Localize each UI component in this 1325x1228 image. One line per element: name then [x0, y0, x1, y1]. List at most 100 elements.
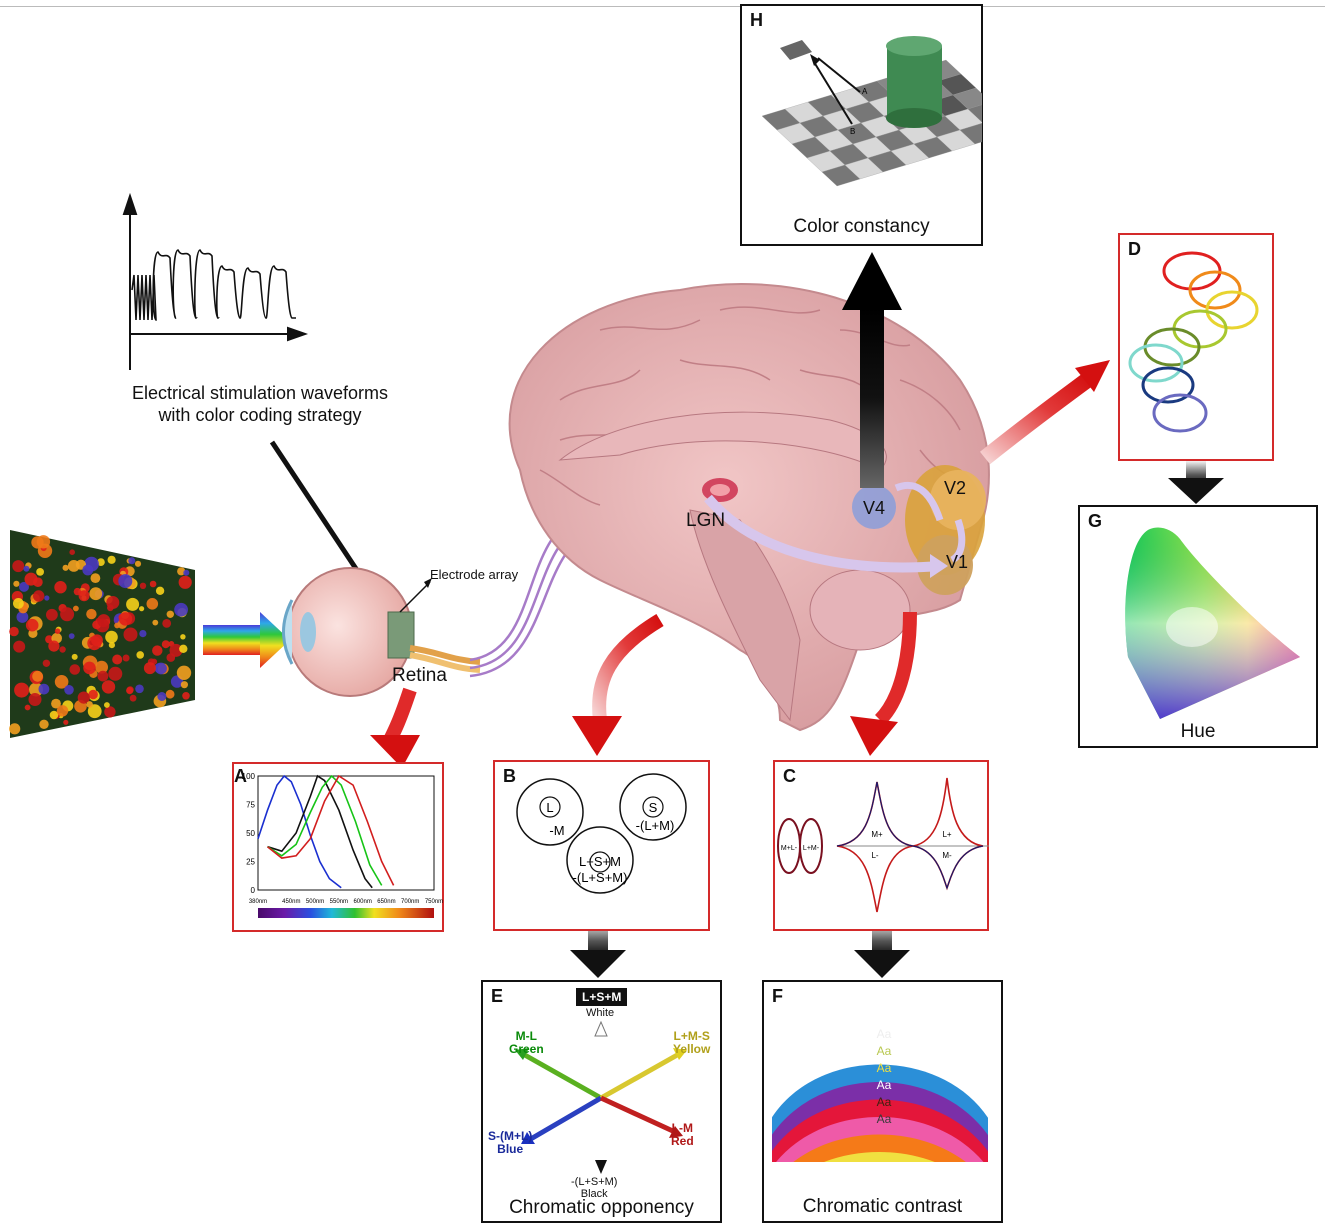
v2-label: V2: [944, 478, 967, 498]
panel-B: B L -M S -(L+M) L+S+M -(L+S+M): [493, 760, 710, 931]
waveform-caption-line1: Electrical stimulation waveforms: [131, 383, 389, 403]
sensitivity-curve-1: [267, 774, 373, 889]
panel-G-caption: Hue: [1180, 721, 1216, 742]
lms-label: L+M-S: [673, 1029, 710, 1043]
y-tick-label: 100: [242, 772, 256, 781]
color-arcs: Aa Aa Aa Aa Aa Aa: [772, 1027, 988, 1162]
electrode-array-label: Electrode array: [430, 567, 519, 582]
lsm-box: L+S+M: [576, 988, 628, 1006]
cell1-center: L: [546, 800, 553, 815]
flower-photo: [9, 530, 195, 738]
curve1-bottom: L-: [871, 851, 878, 860]
panel-A-label: A: [234, 766, 247, 786]
white-label: White: [586, 1007, 615, 1019]
x-tick-label: 380nm: [249, 899, 267, 905]
x-tick-label: 450nm: [282, 899, 300, 905]
panel-H-label: H: [750, 10, 763, 30]
panel-E: E L+S+M White M-L Green L+M-S Yellow S-(…: [481, 980, 722, 1223]
double-opponent-fields: M+L- L+M- M+ L- L+ M-: [777, 777, 989, 913]
aa-6: Aa: [877, 1112, 892, 1126]
blue-label: Blue: [497, 1142, 524, 1156]
red-label: Red: [671, 1134, 694, 1148]
black-label: Black: [580, 1188, 608, 1200]
arrow-to-H: [860, 308, 884, 488]
y-tick-label: 75: [246, 801, 255, 810]
panel-D-label: D: [1128, 239, 1141, 259]
v1-label: V1: [946, 552, 969, 572]
arrow-to-B: [592, 613, 664, 721]
cell2-surround: -(L+M): [636, 818, 675, 833]
green-axis-label: M-L Green: [509, 1030, 544, 1056]
lgn-label: LGN: [686, 510, 726, 531]
panel-E-label: E: [491, 986, 504, 1006]
aa-2: Aa: [877, 1044, 892, 1058]
yellow-axis-label: L+M-S Yellow: [673, 1030, 710, 1056]
waveform-caption: Electrical stimulation waveforms with co…: [60, 382, 460, 426]
x-tick-label: 600nm: [353, 899, 371, 905]
panel-H-caption: Color constancy: [793, 216, 930, 237]
v4-label: V4: [863, 498, 886, 518]
panel-G-label: G: [1088, 511, 1103, 531]
green-label: Green: [509, 1042, 544, 1056]
black-axis-label: -(L+S+M) Black: [571, 1176, 617, 1200]
waveform-plot: [122, 192, 309, 370]
panel-H: H A B Color constancy: [740, 4, 983, 246]
panel-D: D: [1118, 233, 1274, 461]
curve1-top: M+: [871, 830, 883, 839]
y-tick-label: 25: [246, 858, 255, 867]
cell3-center: L+S+M: [579, 854, 621, 869]
sensitivity-curve-0: [257, 774, 342, 889]
sml-label: S-(M+L): [488, 1129, 533, 1143]
sensitivity-curve-3: [267, 774, 395, 886]
opponent-receptive-fields: L -M S -(L+M) L+S+M -(L+S+M): [516, 773, 687, 894]
curve2-top: L+: [942, 830, 951, 839]
ellipse2-label: L+M-: [803, 845, 820, 852]
y-tick-label: 0: [251, 886, 256, 895]
arrow-to-C: [874, 611, 917, 725]
lm-label: L-M: [671, 1121, 693, 1135]
x-tick-label: 700nm: [401, 899, 419, 905]
waveform-caption-line2: with color coding strategy: [158, 405, 362, 425]
neg-label: -(L+S+M): [571, 1176, 618, 1188]
hue-ellipses: [1128, 251, 1259, 433]
panel-F-label: F: [772, 986, 783, 1006]
panel-C: C M+L- L+M- M+ L- L+ M-: [773, 760, 989, 931]
panel-E-caption: Chromatic opponency: [509, 1197, 694, 1218]
panel-G: G Hue: [1078, 505, 1318, 748]
red-axis-label: L-M Red: [671, 1122, 694, 1148]
top-rule: [0, 6, 1325, 7]
rainbow-arrow: [203, 612, 290, 668]
ellipse1-label: M+L-: [781, 845, 798, 852]
x-tick-label: 550nm: [330, 899, 348, 905]
mark-b: B: [850, 127, 855, 136]
ml-label: M-L: [515, 1029, 537, 1043]
yellow-label: Yellow: [673, 1042, 711, 1056]
cell1-surround: -M: [549, 823, 564, 838]
x-tick-label: 750nm: [425, 899, 443, 905]
sensitivity-curve-2: [267, 774, 383, 886]
spectrum-bar: [258, 908, 434, 918]
x-tick-label: 500nm: [306, 899, 324, 905]
curve2-bottom: M-: [942, 851, 952, 860]
arrow-to-D: [980, 371, 1095, 465]
cell3-surround: -(L+S+M): [573, 870, 628, 885]
panel-F: F Aa Aa Aa Aa Aa Aa Chromatic contrast: [762, 980, 1003, 1223]
y-tick-label: 50: [246, 829, 255, 838]
cell2-center: S: [649, 800, 658, 815]
panel-B-label: B: [503, 766, 516, 786]
blue-axis-label: S-(M+L) Blue: [488, 1130, 532, 1156]
aa-4: Aa: [877, 1078, 892, 1092]
chromaticity-diagram: [1125, 527, 1300, 719]
brain-illustration: [508, 283, 990, 732]
panel-C-label: C: [783, 766, 796, 786]
eye-illustration: [282, 567, 481, 697]
aa-1: Aa: [877, 1027, 892, 1041]
opponent-color-axes: [515, 1020, 687, 1174]
retina-label: Retina: [392, 665, 447, 686]
arrow-to-A: [383, 687, 417, 744]
aa-3: Aa: [877, 1061, 892, 1075]
panel-F-caption: Chromatic contrast: [802, 1196, 963, 1217]
